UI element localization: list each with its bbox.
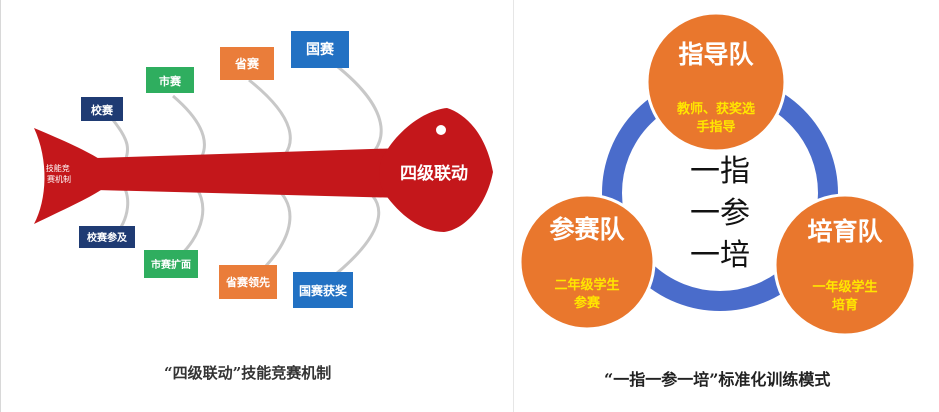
node-guide-team: 指导队 教师、获奖选 手指导 (645, 11, 787, 153)
node-participant-team: 参赛队 二年级学生 参赛 (518, 193, 656, 331)
center-line-1: 一指 (690, 154, 750, 189)
node-training-team: 培育队 一年级学生 培育 (773, 193, 917, 337)
bottom-box-label-2: 市赛扩面 (151, 258, 191, 271)
node-guide-sub-1: 教师、获奖选 (676, 101, 755, 117)
bottom-box-label-4: 国赛获奖 (299, 283, 348, 298)
node-guide-title: 指导队 (678, 40, 754, 69)
fishbone-diagram: 校赛 市赛 省赛 国赛 校赛参及 市赛扩面 省赛领先 国赛获奖 四级联动 技能竞… (34, 31, 493, 308)
cycle-caption: “一指一参一培”标准化训练模式 (604, 370, 831, 389)
node-participant-sub-1: 二年级学生 (554, 277, 619, 293)
center-line-2: 一参 (690, 196, 750, 231)
fish-body (34, 108, 493, 232)
cycle-panel: 一指 一参 一培 指导队 教师、获奖选 手指导 参赛队 二年级学生 参赛 培育队… (514, 0, 939, 412)
fishbone-bottom-boxes (79, 226, 353, 308)
bottom-box-label-1: 校赛参及 (87, 231, 128, 244)
top-box-label-2: 市赛 (159, 74, 182, 88)
node-guide-sub-2: 手指导 (696, 119, 735, 135)
fishbone-caption: “四级联动”技能竞赛机制 (164, 364, 332, 382)
top-box-label-3: 省赛 (234, 56, 260, 71)
node-training-title: 培育队 (807, 217, 883, 246)
node-training-sub-1: 一年级学生 (812, 279, 877, 295)
fish-head-label: 四级联动 (400, 163, 468, 184)
node-participant-title: 参赛队 (549, 215, 625, 244)
fishbone-panel: 校赛 市赛 省赛 国赛 校赛参及 市赛扩面 省赛领先 国赛获奖 四级联动 技能竞… (0, 0, 514, 412)
top-box-label-1: 校赛 (91, 103, 114, 117)
node-participant-sub-2: 参赛 (574, 295, 601, 311)
fish-tail-label: 技能竞 赛机制 (46, 163, 73, 184)
top-box-label-4: 国赛 (306, 41, 335, 58)
cycle-diagram: 一指 一参 一培 指导队 教师、获奖选 手指导 参赛队 二年级学生 参赛 培育队… (518, 11, 917, 337)
bottom-box-label-3: 省赛领先 (225, 275, 270, 289)
center-line-3: 一培 (690, 238, 750, 273)
fishbone-top-boxes (81, 31, 349, 121)
node-training-sub-2: 培育 (832, 297, 858, 313)
